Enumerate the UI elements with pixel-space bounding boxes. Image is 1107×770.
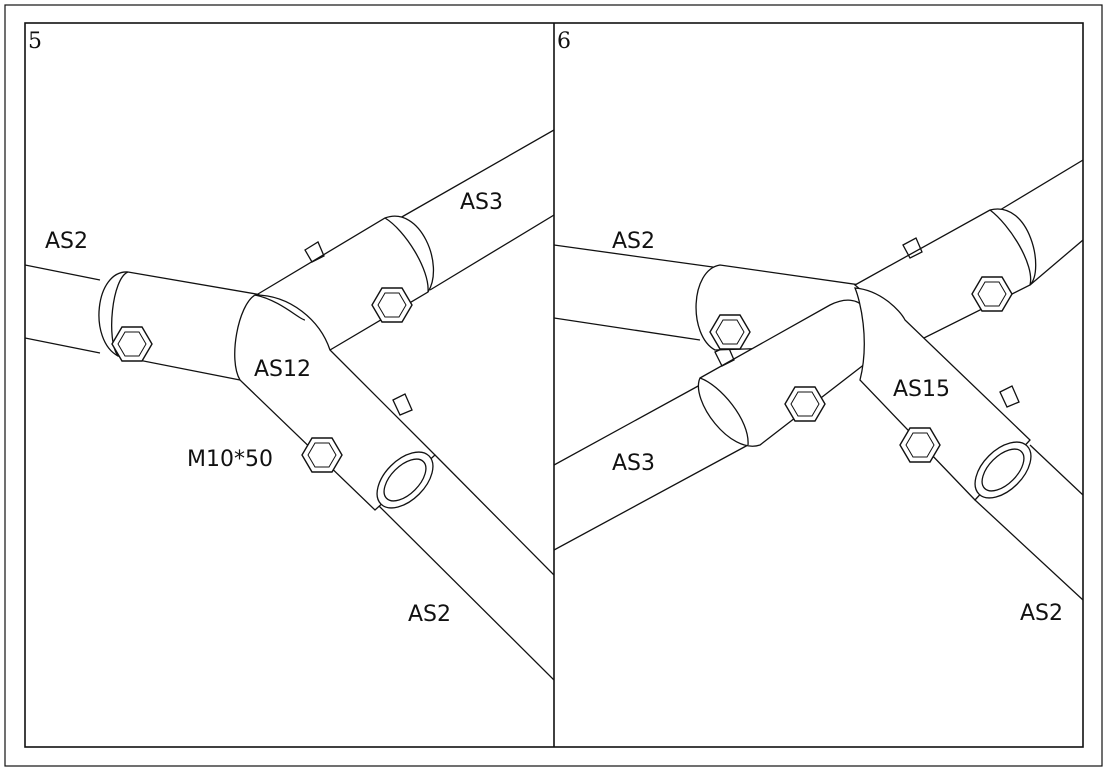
label-pipe-front: AS3 (612, 451, 655, 476)
label-pipe-bottom: AS2 (1020, 601, 1063, 626)
panel-number: 5 (28, 29, 42, 54)
panel-6 (554, 159, 1083, 601)
panel-5 (25, 129, 554, 681)
label-connector: AS15 (893, 377, 950, 402)
outer-frame (4, 4, 1103, 767)
label-pipe-left: AS2 (45, 229, 88, 254)
label-pipe-right: AS3 (460, 190, 503, 215)
label-pipe-left: AS2 (612, 229, 655, 254)
label-bolt: M10*50 (187, 447, 273, 472)
label-pipe-bottom: AS2 (408, 602, 451, 627)
label-connector: AS12 (254, 357, 311, 382)
panel-number: 6 (557, 29, 571, 54)
